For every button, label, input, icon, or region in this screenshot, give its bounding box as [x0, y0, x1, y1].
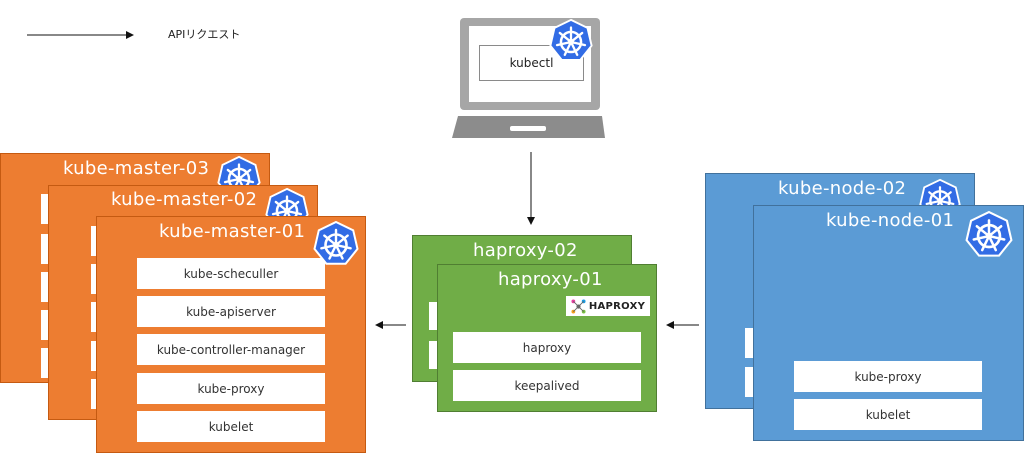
component-kube-proxy: kube-proxy: [137, 373, 325, 404]
master-03-stub: [41, 272, 49, 302]
component-kube-proxy: kube-proxy: [794, 361, 982, 392]
master-03-stub: [41, 348, 49, 378]
legend-arrow: [27, 31, 134, 39]
haproxy-02-title: haproxy-02: [473, 240, 578, 261]
arrow-kubectl-to-haproxy: [527, 152, 535, 225]
component-kubelet: kubelet: [137, 411, 325, 442]
kubectl-label: kubectl: [509, 56, 554, 70]
master-03-stub: [41, 234, 49, 264]
master-03-stub: [41, 310, 49, 340]
component-kube-scheduler: kube-scheculler: [137, 258, 325, 289]
component-kube-controller-manager: kube-controller-manager: [137, 334, 325, 365]
component-haproxy: haproxy: [453, 332, 641, 363]
kube-master-02-title: kube-master-02: [111, 189, 258, 210]
kube-master-01-title: kube-master-01: [159, 221, 306, 242]
component-kube-apiserver: kube-apiserver: [137, 296, 325, 327]
master-02-stub: [91, 264, 99, 294]
kube-node-01-panel: kube-node-01 kube-proxy kubelet: [753, 205, 1024, 441]
haproxy-02-stub: [429, 341, 437, 369]
node-02-stub: [745, 328, 753, 358]
kubernetes-icon: [312, 220, 360, 268]
component-kubelet: kubelet: [794, 399, 982, 430]
master-02-stub: [91, 226, 99, 256]
haproxy-logo: HAPROXY: [566, 296, 650, 316]
haproxy-01-panel: haproxy-01 HAPROXY haproxy keepalived: [437, 264, 657, 412]
haproxy-logo-icon: [571, 298, 586, 314]
kubernetes-icon: [548, 18, 594, 64]
master-03-stub: [41, 194, 49, 224]
master-02-stub: [91, 379, 99, 409]
arrow-node-to-haproxy: [666, 321, 699, 329]
master-02-stub: [91, 302, 99, 332]
haproxy-01-title: haproxy-01: [498, 269, 603, 290]
kubernetes-icon: [964, 210, 1014, 260]
legend-label: APIリクエスト: [168, 28, 241, 41]
kube-node-01-title: kube-node-01: [826, 210, 955, 231]
master-02-stub: [91, 341, 99, 371]
arrow-haproxy-to-master: [375, 321, 406, 329]
component-keepalived: keepalived: [453, 370, 641, 401]
kube-master-03-title: kube-master-03: [63, 158, 210, 179]
node-02-stub: [745, 367, 753, 397]
haproxy-02-stub: [429, 302, 437, 330]
haproxy-logo-text: HAPROXY: [588, 300, 646, 312]
kube-node-02-title: kube-node-02: [778, 178, 907, 199]
